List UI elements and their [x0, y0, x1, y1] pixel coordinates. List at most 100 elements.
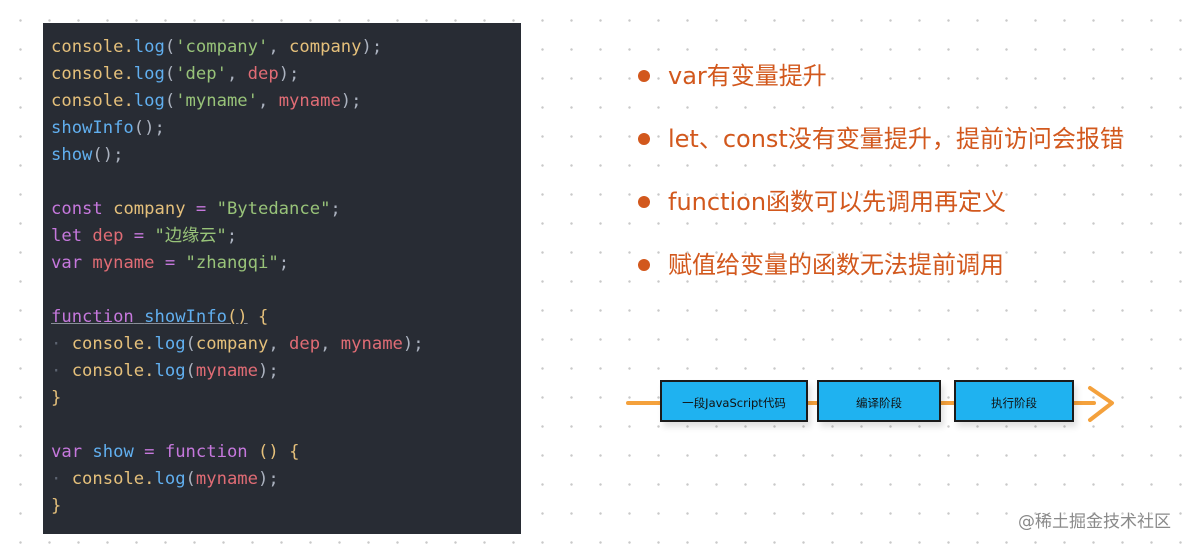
code-token: }: [51, 388, 62, 408]
code-token: .: [123, 37, 134, 57]
code-token: console: [71, 334, 145, 354]
code-line: show();: [51, 142, 123, 169]
code-token: myname: [195, 361, 258, 381]
code-token: var: [51, 442, 83, 462]
code-token: }: [51, 496, 62, 516]
code-line: · console.log(company, dep, myname);: [51, 331, 424, 358]
code-line: · console.log(myname);: [51, 466, 279, 493]
code-token: dep: [92, 226, 124, 246]
code-token: );: [258, 361, 279, 381]
bullet-item-function-expression: 赋值给变量的函数无法提前调用: [638, 245, 1004, 285]
code-line: var show = function () {: [51, 439, 299, 466]
code-token: ;: [278, 253, 290, 273]
code-token: 'dep': [175, 64, 227, 84]
code-token: log: [154, 469, 186, 489]
code-token: "zhangqi": [185, 253, 279, 273]
code-token: );: [278, 64, 300, 84]
code-line: function showInfo() {: [51, 304, 268, 331]
code-token: showInfo: [51, 118, 134, 138]
code-token: company: [289, 37, 362, 57]
code-token: log: [154, 361, 186, 381]
code-token: );: [258, 469, 279, 489]
code-token: myname: [195, 469, 258, 489]
code-token: .: [144, 334, 155, 354]
code-token: (: [164, 37, 176, 57]
bullet-text: function函数可以先调用再定义: [668, 188, 1007, 216]
code-token: .: [123, 64, 134, 84]
code-token: log: [133, 91, 165, 111]
code-token: [248, 442, 258, 462]
code-token: =: [185, 199, 217, 219]
flow-step-compile: 编译阶段: [817, 380, 941, 422]
code-token: console: [51, 91, 124, 111]
code-token: {: [278, 442, 300, 462]
bullet-dot-icon: [638, 70, 650, 82]
code-token: console: [71, 361, 145, 381]
code-token: show: [92, 442, 134, 462]
code-line: console.log('company', company);: [51, 34, 382, 61]
code-token: [82, 253, 92, 273]
bullet-dot-icon: [638, 196, 650, 208]
flow-step-source-code: 一段JavaScript代码: [660, 380, 808, 422]
code-token: (: [164, 64, 176, 84]
code-token: show: [51, 145, 93, 165]
code-token: log: [133, 37, 165, 57]
arrow-right-icon: [1088, 386, 1114, 422]
code-token: company: [195, 334, 269, 354]
code-token: log: [133, 64, 165, 84]
code-token: ,: [268, 334, 290, 354]
code-token: var: [51, 253, 83, 273]
code-token: function: [164, 442, 248, 462]
code-line: }: [51, 385, 61, 412]
code-line: · console.log(myname);: [51, 358, 279, 385]
code-line: console.log('dep', dep);: [51, 61, 299, 88]
code-token: company: [113, 199, 186, 219]
code-token: ();: [133, 118, 165, 138]
flow-step-execute: 执行阶段: [954, 380, 1074, 422]
code-token: log: [154, 334, 186, 354]
code-token: ,: [320, 334, 341, 354]
code-token: .: [144, 469, 155, 489]
code-line: console.log('myname', myname);: [51, 88, 362, 115]
code-token: const: [51, 199, 103, 219]
code-token: myname: [92, 253, 155, 273]
code-token: ,: [258, 91, 279, 111]
code-token: function: [51, 307, 134, 327]
bullet-dot-icon: [638, 133, 650, 145]
code-token: .: [144, 361, 155, 381]
code-token: 'myname': [175, 91, 258, 111]
bullet-item-var-hoisting: var有变量提升: [638, 56, 827, 96]
code-token: ·: [51, 334, 72, 354]
code-token: myname: [340, 334, 403, 354]
code-token: let: [51, 226, 83, 246]
code-line: showInfo();: [51, 115, 165, 142]
code-token: ,: [268, 37, 290, 57]
code-token: console: [51, 64, 124, 84]
code-token: (: [185, 334, 196, 354]
code-token: );: [361, 37, 383, 57]
code-token: myname: [278, 91, 341, 111]
code-token: [134, 307, 144, 327]
code-token: "Bytedance": [216, 199, 331, 219]
code-token: ();: [92, 145, 124, 165]
code-token: ;: [330, 199, 341, 219]
code-token: );: [340, 91, 362, 111]
bullet-text: let、const没有变量提升，提前访问会报错: [668, 125, 1124, 153]
code-panel: console.log('company', company);console.…: [43, 23, 521, 534]
code-token: dep: [289, 334, 321, 354]
code-line: const company = "Bytedance";: [51, 196, 341, 223]
code-token: 'company': [175, 37, 269, 57]
code-token: showInfo: [144, 307, 227, 327]
bullet-text: 赋值给变量的函数无法提前调用: [668, 251, 1004, 279]
code-token: (: [185, 469, 196, 489]
code-token: ,: [226, 64, 248, 84]
code-token: =: [123, 226, 155, 246]
code-token: [82, 226, 92, 246]
code-token: (): [226, 307, 248, 327]
code-token: ·: [51, 361, 72, 381]
bullet-dot-icon: [638, 259, 650, 271]
bullet-item-function-hoisting: function函数可以先调用再定义: [638, 182, 1006, 222]
watermark: @稀土掘金技术社区: [1018, 512, 1171, 532]
code-token: (: [164, 91, 176, 111]
code-token: ·: [51, 469, 72, 489]
